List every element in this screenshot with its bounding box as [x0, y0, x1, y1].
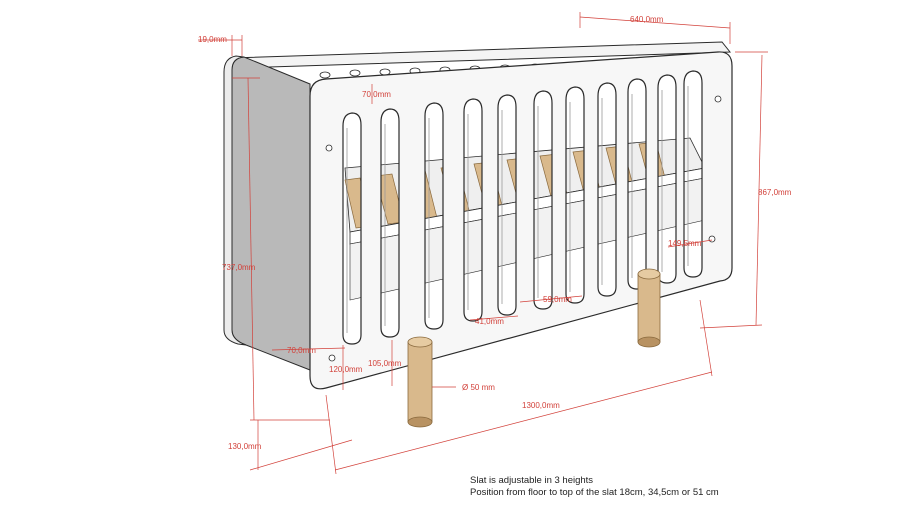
dim-slat-width: 41,0mm	[475, 317, 504, 326]
front-left-leg	[407, 336, 433, 428]
dim-slat-top-gap: 70,0mm	[362, 90, 391, 99]
dim-leg-height: 130,0mm	[228, 442, 262, 451]
dim-overall-length: 1300,0mm	[522, 401, 560, 410]
dim-lower-rail: 105,0mm	[368, 359, 402, 368]
dim-side-height: 737,0mm	[222, 263, 256, 272]
dim-panel-thickness: 19,0mm	[198, 35, 227, 44]
left-side-panel	[231, 56, 311, 371]
dim-base-height: 120,0mm	[329, 365, 363, 374]
note-line-2: Position from floor to top of the slat 1…	[470, 487, 719, 498]
note-line-1: Slat is adjustable in 3 heights	[470, 475, 594, 486]
adjustment-note: Slat is adjustable in 3 heights Position…	[470, 475, 719, 499]
dim-rail-height: 149,5mm	[668, 239, 702, 248]
front-slats-shading	[346, 86, 689, 333]
dim-width-depth: 640,0mm	[630, 15, 664, 24]
dim-overall-height: 867,0mm	[758, 188, 792, 197]
left-side-panel-edge	[223, 55, 247, 346]
dimension-lines	[198, 12, 768, 475]
front-right-leg	[637, 268, 661, 348]
dim-slat-gap: 59,0mm	[543, 295, 572, 304]
dim-bottom-offset: 70,0mm	[287, 346, 316, 355]
legs	[407, 268, 661, 428]
dim-leg-diameter: Ø 50 mm	[462, 383, 495, 392]
dimension-labels: 640,0mm 19,0mm 70,0mm 867,0mm 737,0mm 14…	[198, 15, 792, 451]
